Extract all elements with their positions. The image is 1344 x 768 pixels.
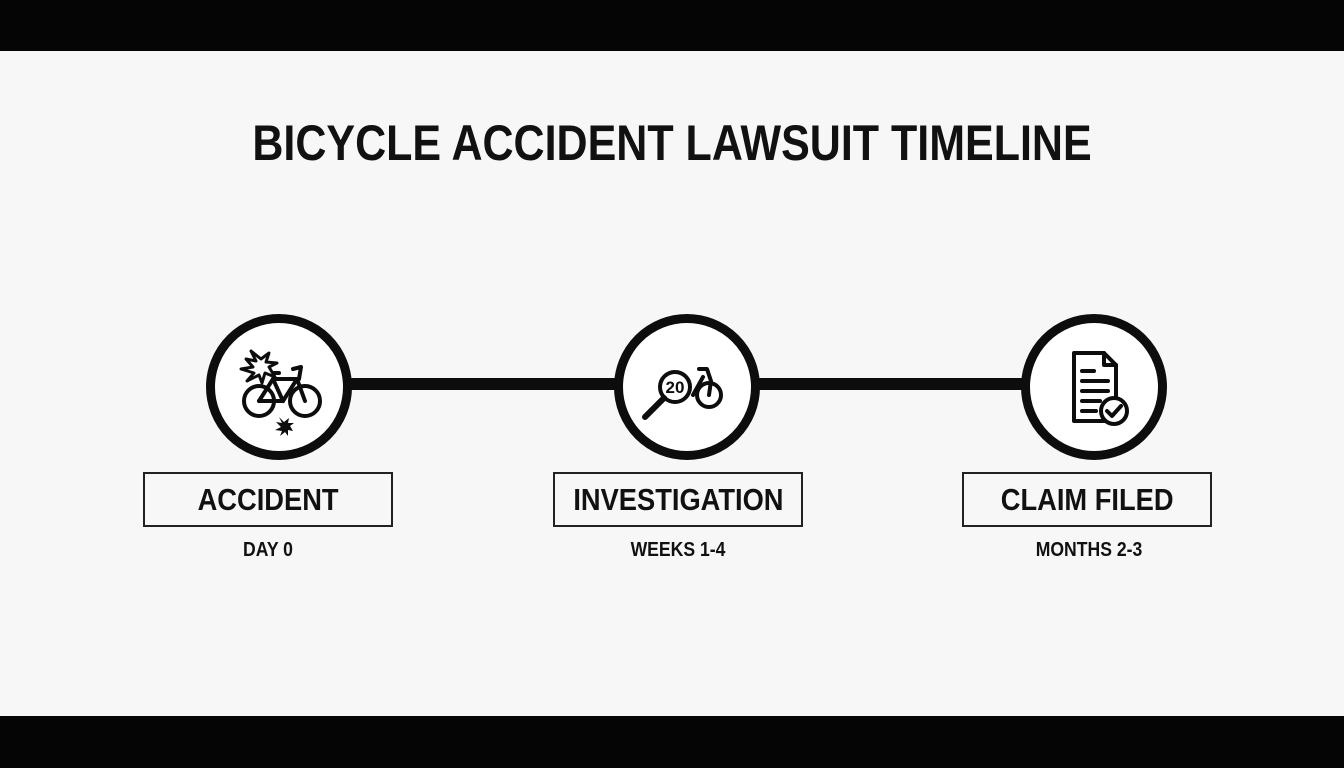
letterbox-top	[0, 0, 1344, 51]
timeline-connector-2	[738, 378, 1028, 390]
svg-text:20: 20	[666, 378, 685, 397]
step-label-box-accident: ACCIDENT	[143, 472, 393, 527]
bicycle-crash-icon	[239, 349, 322, 436]
step-label-investigation: INVESTIGATION	[572, 481, 784, 517]
step-label-claim-filed: CLAIM FILED	[1000, 481, 1174, 517]
step-label-box-investigation: INVESTIGATION	[553, 472, 803, 527]
timeline-node-accident	[206, 314, 352, 460]
step-label-box-claim-filed: CLAIM FILED	[962, 472, 1212, 527]
step-time-claim-filed: MONTHS 2-3	[1035, 539, 1143, 561]
step-time-accident: DAY 0	[243, 539, 293, 561]
letterbox-bottom	[0, 716, 1344, 768]
timeline-connector-1	[330, 378, 620, 390]
magnifier-bicycle-icon: 20	[642, 367, 723, 420]
timeline-node-investigation: 20	[614, 314, 760, 460]
step-label-accident: ACCIDENT	[197, 481, 339, 517]
step-time-investigation: WEEKS 1-4	[630, 539, 726, 561]
document-check-icon	[1072, 351, 1129, 426]
diagram-title: BICYCLE ACCIDENT LAWSUIT TIMELINE	[252, 115, 1092, 171]
timeline-node-claim-filed	[1021, 314, 1167, 460]
